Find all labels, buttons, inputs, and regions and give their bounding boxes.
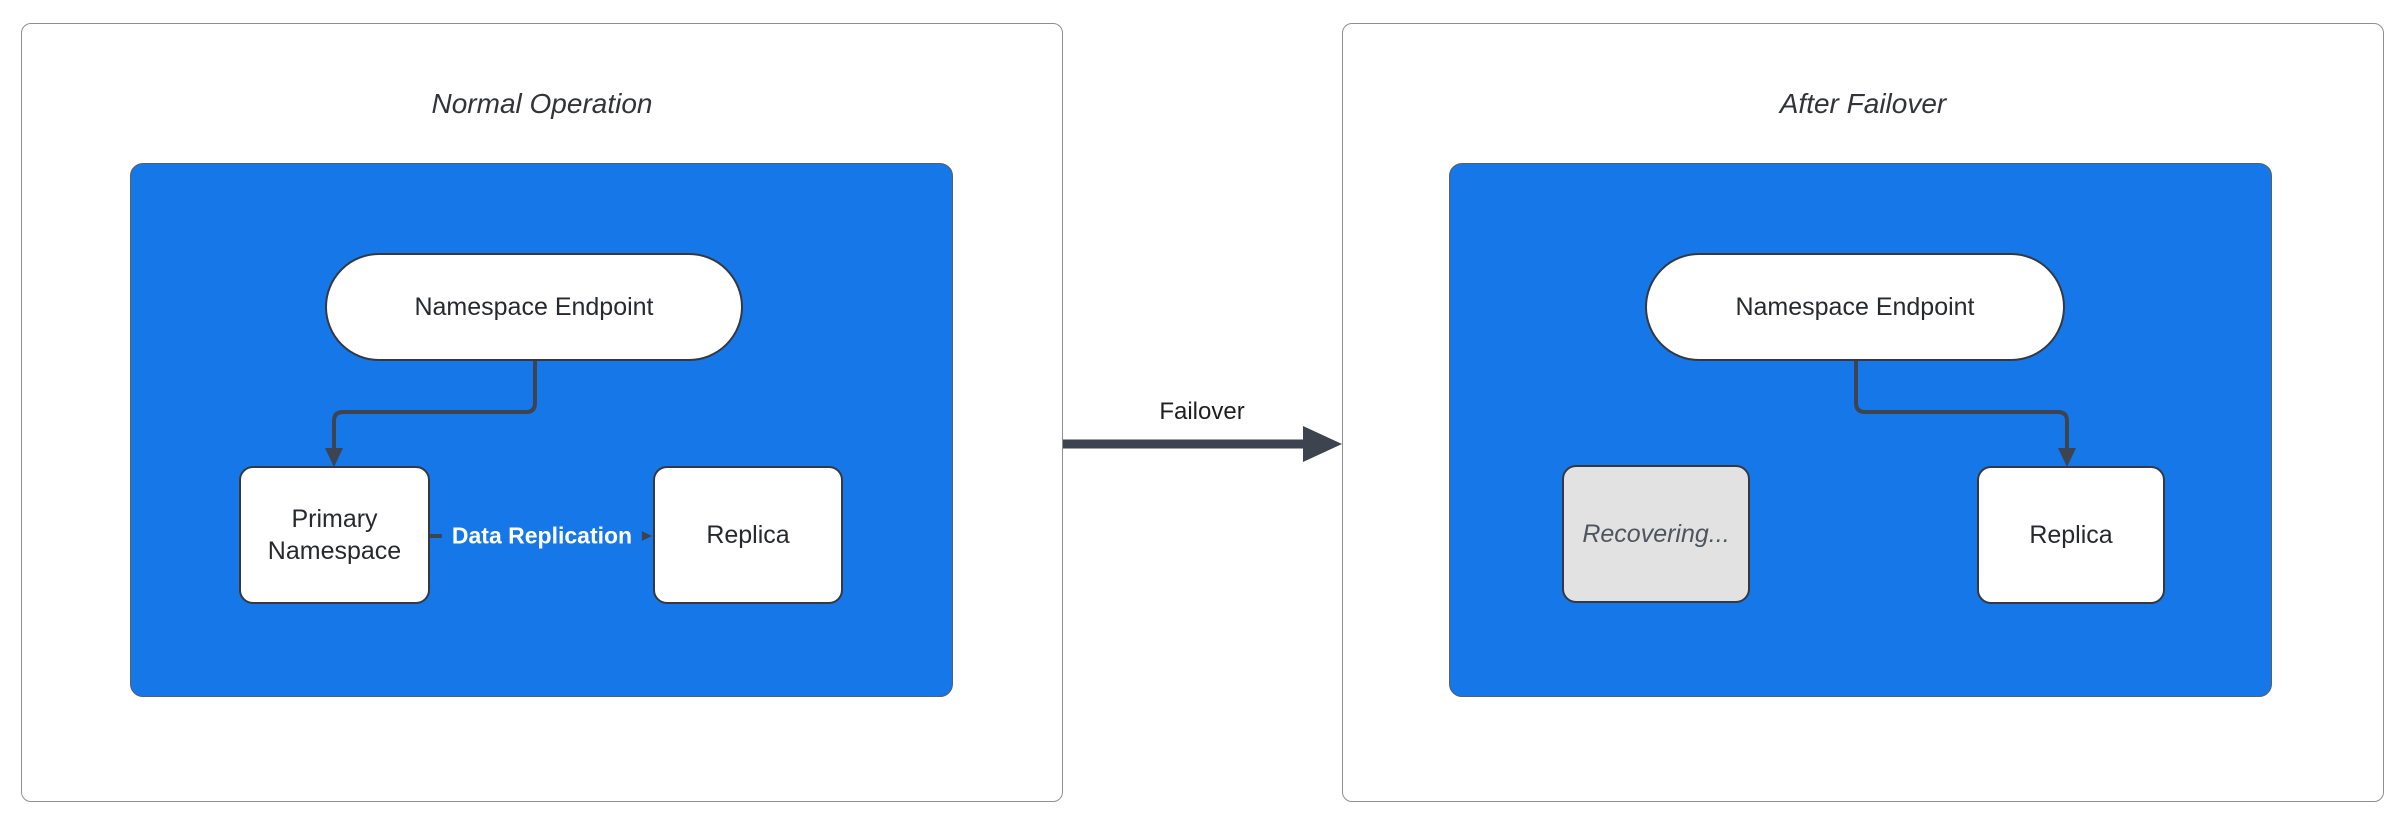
node-replica-normal: Replica	[653, 466, 843, 604]
node-label: Replica	[706, 520, 790, 549]
node-label: Namespace Endpoint	[1735, 292, 1975, 321]
node-label: Namespace Endpoint	[414, 292, 654, 321]
node-replica-after: Replica	[1977, 466, 2165, 604]
cluster-normal-operation	[130, 163, 953, 697]
node-primary-namespace: Primary Namespace	[239, 466, 430, 604]
edge-label-data-replication: Data Replication	[441, 519, 643, 553]
failover-label: Failover	[1159, 398, 1245, 425]
cluster-after-failover	[1449, 163, 2272, 697]
node-label: Replica	[2029, 520, 2113, 549]
node-namespace-endpoint-after: Namespace Endpoint	[1645, 253, 2065, 361]
arrowhead-right-icon	[1303, 426, 1342, 462]
node-label: Primary Namespace	[267, 504, 402, 566]
node-recovering: Recovering...	[1562, 465, 1750, 603]
failover-arrow	[1063, 426, 1342, 462]
panel-title-normal-operation: Normal Operation	[431, 88, 653, 119]
node-label: Recovering...	[1582, 519, 1730, 548]
panel-title-after-failover: After Failover	[1779, 88, 1947, 119]
node-namespace-endpoint-normal: Namespace Endpoint	[325, 253, 743, 361]
